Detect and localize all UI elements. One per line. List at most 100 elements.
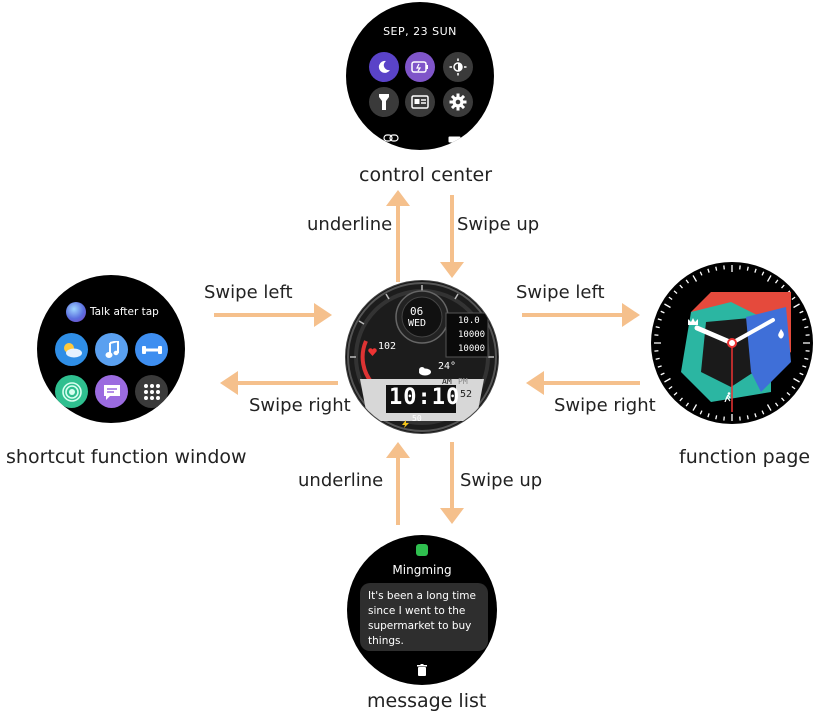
dial-tick <box>685 402 690 407</box>
dial-tick <box>655 357 660 360</box>
arrow-top-up <box>386 190 410 282</box>
arrow-bottom-up <box>386 442 410 525</box>
function-page-watch[interactable] <box>651 262 813 424</box>
dial-tick <box>781 397 785 402</box>
crown-icon <box>688 312 698 330</box>
dial-tick <box>715 266 718 271</box>
message-app-icon[interactable] <box>95 375 128 408</box>
dial-tick <box>699 271 703 276</box>
watch-heart-rate: 102 <box>378 341 397 352</box>
arrow-left-left <box>220 371 338 395</box>
lightning-icon <box>402 415 409 433</box>
fitness-app-icon[interactable] <box>135 333 168 366</box>
watch-battery: 50 <box>412 414 422 423</box>
dial-tick <box>766 404 772 411</box>
label-top-underline: underline <box>307 214 393 235</box>
arrow-right-right <box>522 303 640 327</box>
dial-tick <box>692 275 698 282</box>
dial-tick <box>679 284 683 289</box>
dial-tick <box>802 318 807 321</box>
dial-tick <box>746 415 749 420</box>
heart-icon <box>368 343 377 361</box>
label-bottom-swipe-up: Swipe up <box>460 470 543 491</box>
dial-tick <box>664 303 671 309</box>
watch-weekday: WED <box>408 318 427 329</box>
control-center-watch[interactable]: SEP, 23 SUN <box>346 2 494 150</box>
dial-tick <box>657 365 662 368</box>
label-right-swipe-right: Swipe right <box>554 395 656 416</box>
label-bottom-underline: underline <box>298 470 384 491</box>
arrow-bottom-down <box>440 442 464 524</box>
dial-tick <box>685 279 690 284</box>
dial-tick <box>793 377 800 383</box>
message-sender: Mingming <box>392 563 452 577</box>
trash-icon[interactable] <box>417 663 427 681</box>
message-list-caption: message list <box>367 690 487 712</box>
label-right-swipe-left: Swipe left <box>516 282 605 303</box>
card-icon[interactable] <box>405 87 435 117</box>
watch-stat-2: 10000 <box>458 330 486 340</box>
dial-tick <box>786 392 791 396</box>
watch-time: 10:10 <box>389 385 461 410</box>
flashlight-icon[interactable] <box>369 87 399 117</box>
battery-icon[interactable] <box>405 52 435 82</box>
control-center-caption: control center <box>359 164 493 186</box>
message-bubble[interactable]: It's been a long time since I went to th… <box>360 583 488 651</box>
dial-tick <box>673 392 678 396</box>
dial-tick <box>707 413 710 418</box>
control-center-date: SEP, 23 SUN <box>383 25 457 38</box>
shortcut-window-caption: shortcut function window <box>6 446 247 468</box>
moon-icon[interactable] <box>369 52 399 82</box>
dial-tick <box>668 296 673 301</box>
watch-temperature: 24° <box>438 361 457 372</box>
weather-app-icon[interactable] <box>55 333 88 366</box>
dial-tick <box>664 377 671 383</box>
dial-tick <box>804 357 809 360</box>
arrow-left-right <box>214 303 332 327</box>
arrow-top-down <box>440 195 464 278</box>
dial-tick <box>699 410 703 415</box>
watch-seconds: 52 <box>460 389 473 400</box>
dial-tick <box>657 318 662 321</box>
dial-tick <box>707 268 710 273</box>
shortcut-window-watch[interactable]: Talk after tap <box>37 275 185 423</box>
dial-tick <box>754 268 757 273</box>
dial-tick <box>754 413 757 418</box>
music-app-icon[interactable] <box>95 333 128 366</box>
assistant-icon[interactable] <box>66 302 86 322</box>
message-list-watch[interactable]: Mingming It's been a long time since I w… <box>347 535 497 685</box>
dial-tick <box>774 279 779 284</box>
dial-tick <box>660 310 665 314</box>
dial-tick <box>799 372 804 376</box>
dial-tick <box>715 415 718 420</box>
brightness-icon[interactable] <box>443 52 473 82</box>
dial-tick <box>766 275 772 282</box>
watch-face-graphics <box>347 282 497 432</box>
function-page-caption: function page <box>679 446 811 468</box>
dial-tick <box>746 266 749 271</box>
all-apps-icon[interactable] <box>135 375 168 408</box>
dial-tick <box>791 385 796 390</box>
dial-tick <box>781 284 785 289</box>
watch-stat-3: 10000 <box>458 344 486 354</box>
dial-tick <box>802 365 807 368</box>
main-watch-face[interactable]: 06 WED 10.0 10000 10000 102 24° AM PM 10… <box>345 280 499 434</box>
weather-cloud-icon <box>416 363 432 381</box>
dial-tick <box>804 326 809 329</box>
message-app-badge-icon <box>416 544 428 556</box>
dial-tick <box>679 397 683 402</box>
gear-icon[interactable] <box>443 87 473 117</box>
label-top-swipe-up: Swipe up <box>457 214 540 235</box>
dial-tick <box>791 296 796 301</box>
label-left-swipe-right: Swipe right <box>249 395 351 416</box>
arrow-right-left <box>526 371 640 395</box>
label-left-swipe-left: Swipe left <box>204 282 293 303</box>
dial-tick <box>761 410 765 415</box>
runner-icon <box>724 389 732 407</box>
dial-tick <box>774 402 779 407</box>
watch-stat-1: 10.0 <box>458 316 480 326</box>
breathing-app-icon[interactable] <box>55 375 88 408</box>
link-icon <box>383 129 399 147</box>
dial-tick <box>761 271 765 276</box>
